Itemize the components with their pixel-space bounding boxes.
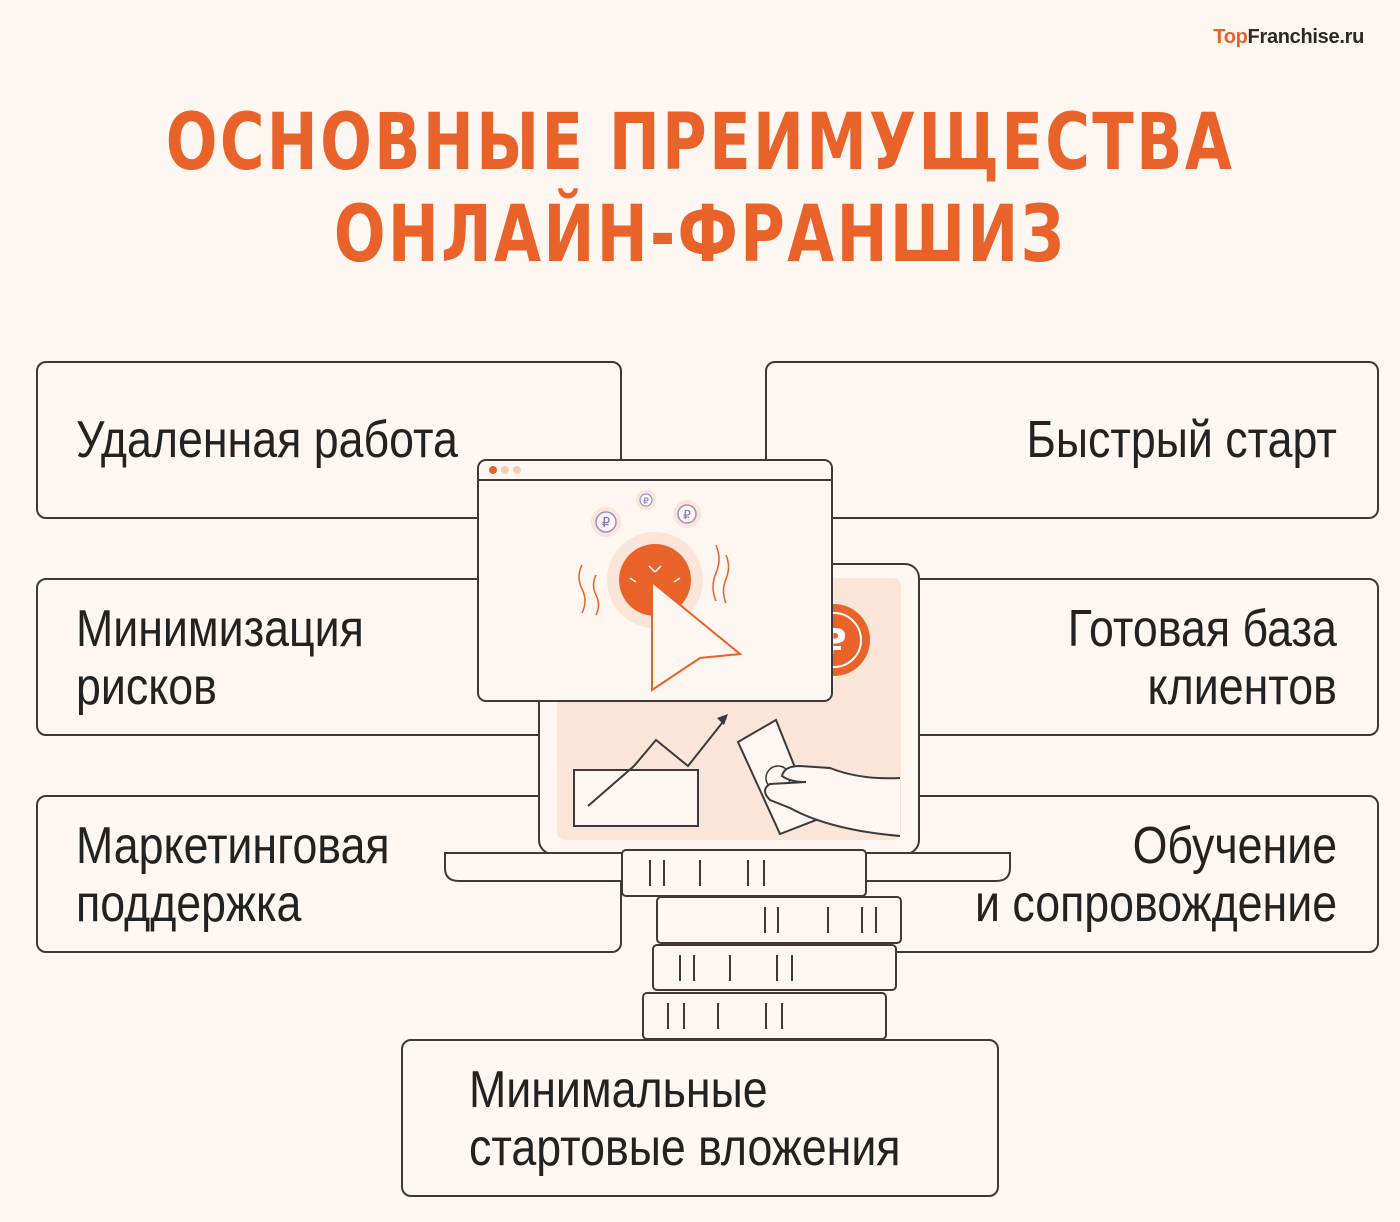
window-dot-icon [489,466,497,474]
svg-text:₽: ₽ [643,497,649,507]
benefit-line: поддержка [76,875,302,933]
benefit-text-min-investment: Минимальные стартовые вложения [469,1061,901,1177]
benefit-card-marketing-support: Маркетинговая поддержка [36,795,622,953]
brand-logo-part2: Franchise.ru [1247,26,1365,48]
growth-chart-icon [573,714,728,827]
page-title-line2: ОНЛАЙН-ФРАНШИЗ [333,190,1067,280]
benefit-line: Готовая база [1067,600,1337,658]
cursor-arrow-icon [651,579,743,692]
benefit-line: Обучение [1132,817,1337,875]
benefit-line: Удаленная работа [76,411,458,469]
benefit-text-fast-start: Быстрый старт [1027,411,1337,469]
benefit-text-remote-work: Удаленная работа [76,411,458,469]
svg-text:₽: ₽ [602,516,610,531]
benefit-line: Быстрый старт [1026,411,1337,469]
benefit-card-fast-start: Быстрый старт [765,361,1379,519]
benefit-line: стартовые вложения [469,1119,901,1177]
window-dot-icon [513,466,521,474]
book-stack-icon [621,849,902,1040]
benefit-card-min-investment: Минимальные стартовые вложения [401,1039,999,1197]
svg-text:₽: ₽ [683,508,691,522]
small-ruble-coin-icon: ₽ [636,490,656,510]
benefit-text-training: Обучение и сопровождение [975,817,1337,933]
page-title-line1: ОСНОВНЫЕ ПРЕИМУЩЕСТВА [165,98,1235,188]
browser-window: ₽ ₽ ₽ [477,459,833,702]
benefit-line: рисков [76,658,217,716]
benefit-text-risk-minimization: Минимизация рисков [76,600,364,716]
hand-with-banknote-icon [736,718,901,837]
benefit-text-client-base: Готовая база клиентов [1068,600,1337,716]
benefit-line: Маркетинговая [76,817,390,875]
brand-logo: TopFranchise.ru [1213,26,1364,49]
benefit-line: и сопровождение [974,875,1337,933]
brand-logo-part1: Top [1213,26,1248,48]
small-ruble-coin-icon: ₽ [673,500,701,528]
window-dot-icon [501,466,509,474]
benefit-line: клиентов [1147,658,1337,716]
benefit-line: Минимальные [469,1061,768,1119]
small-ruble-coin-icon: ₽ [591,507,621,537]
benefit-text-marketing-support: Маркетинговая поддержка [76,817,390,933]
benefit-line: Минимизация [76,600,364,658]
